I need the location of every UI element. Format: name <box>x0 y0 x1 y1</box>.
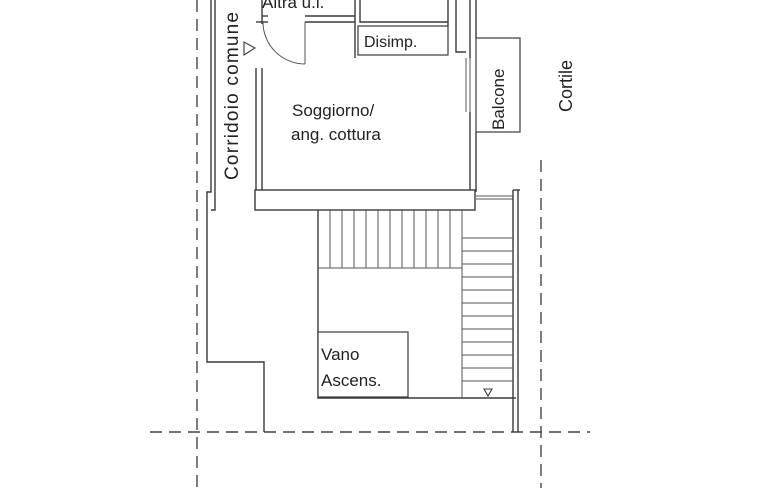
right-outer-wall <box>512 189 520 432</box>
corridoio-label: Corridoio comune <box>222 11 243 180</box>
disimp-label: Disimp. <box>364 34 417 51</box>
floor-slab <box>254 189 476 211</box>
window <box>465 58 471 112</box>
cortile-label: Cortile <box>556 60 576 112</box>
disimp-room <box>357 25 449 56</box>
vano-label-line2: Ascens. <box>321 371 381 390</box>
elevator-shaft <box>317 331 409 398</box>
balcone-room <box>475 37 521 133</box>
balcone-label: Balcone <box>489 69 508 130</box>
staircase <box>317 210 516 399</box>
corridor-wall <box>206 0 265 432</box>
boundary-lines <box>150 0 590 488</box>
room-labels: Altra u.i. Corridoio comune Disimp. Sogg… <box>222 0 576 390</box>
balcony <box>475 37 521 200</box>
upper-rooms <box>256 0 466 58</box>
soggiorno-label-line2: ang. cottura <box>291 125 381 144</box>
entrance-door <box>243 21 306 65</box>
stair-treads <box>329 210 513 382</box>
altra-ui-label: Altra u.i. <box>262 0 324 12</box>
apartment-walls <box>254 0 477 211</box>
vano-label-line1: Vano <box>321 345 359 364</box>
entrance-arrow-icon <box>243 41 257 57</box>
soggiorno-label-line1: Soggiorno/ <box>292 101 375 120</box>
stair-direction-arrow-icon <box>483 388 493 398</box>
